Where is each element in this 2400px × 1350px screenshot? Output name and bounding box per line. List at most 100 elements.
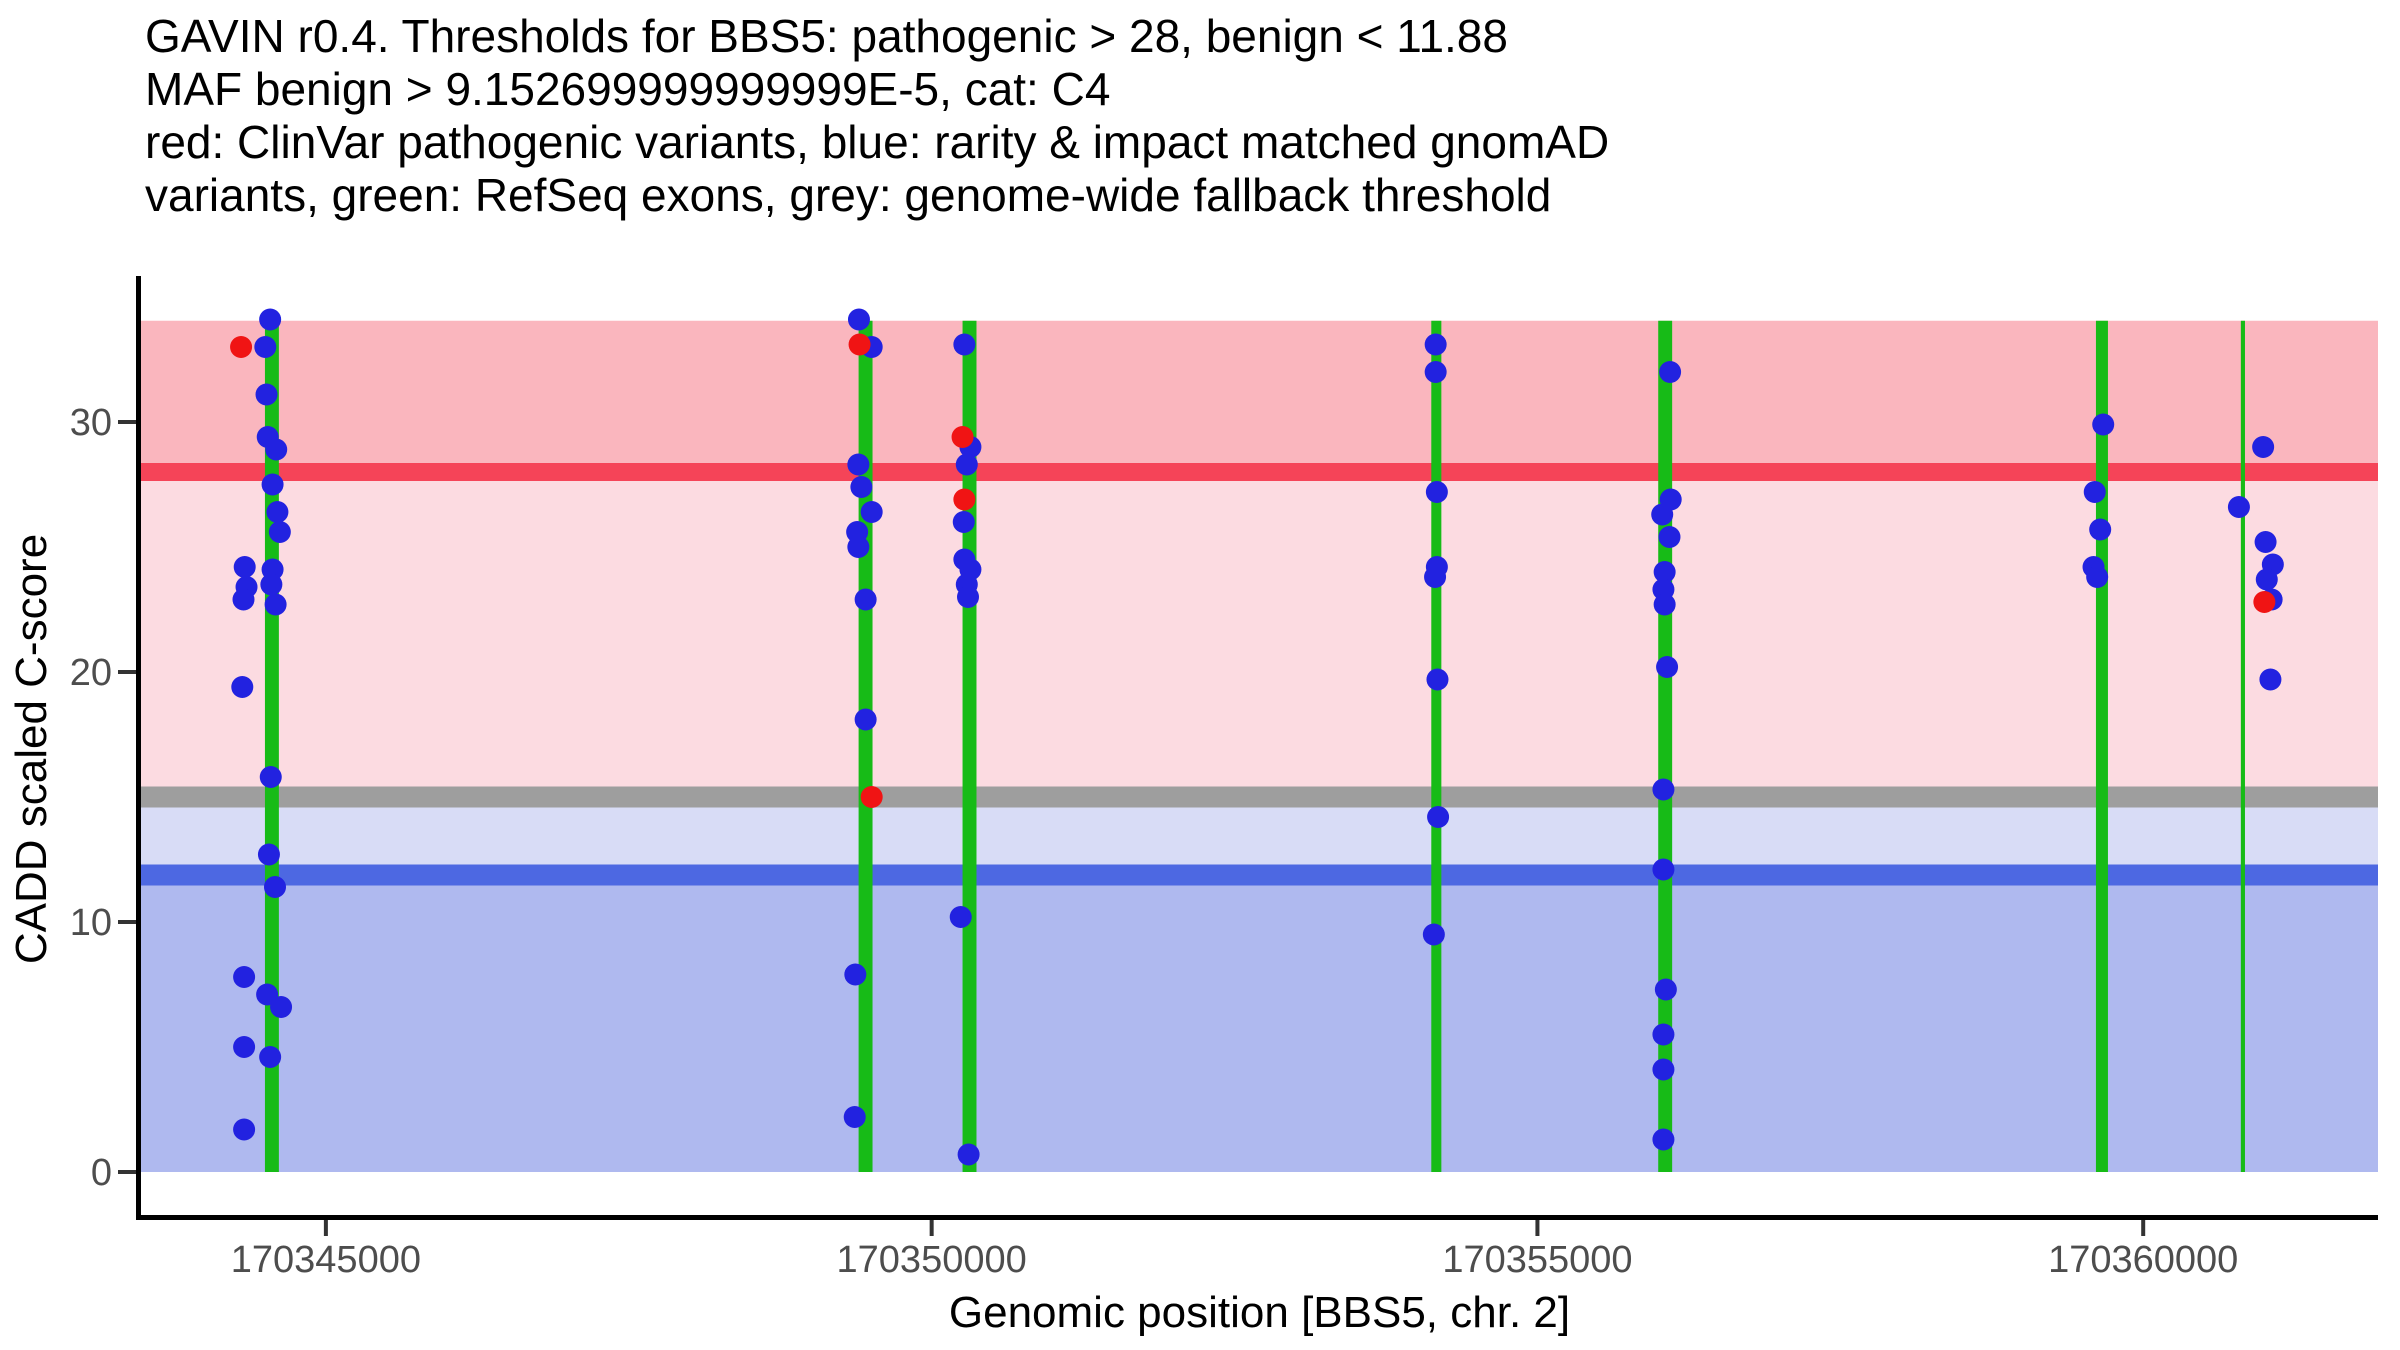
exon-bar [2095, 320, 2108, 1172]
x-axis-line [136, 1215, 2378, 1220]
data-point [2086, 566, 2109, 588]
data-point [257, 843, 280, 866]
data-point [259, 308, 282, 331]
x-tick-label: 170345000 [231, 1239, 421, 1281]
data-point [2252, 436, 2275, 458]
exon-bar [2240, 320, 2245, 1172]
exon-bar [1431, 320, 1442, 1172]
data-point [953, 333, 976, 356]
data-point [847, 453, 870, 476]
data-point [232, 588, 255, 611]
exon-bar [858, 320, 873, 1172]
data-point [259, 1046, 282, 1068]
data-point [844, 963, 867, 986]
x-tick-label: 170355000 [1442, 1239, 1632, 1281]
data-point [860, 501, 883, 523]
x-tick-label: 170360000 [2048, 1239, 2238, 1281]
data-point [847, 308, 870, 331]
data-point [233, 966, 256, 988]
plot-title-line-2: MAF benign > 9.152699999999999E-5, cat: … [145, 63, 1111, 115]
data-point [957, 1143, 980, 1166]
data-point [854, 588, 877, 611]
data-point [2227, 496, 2250, 518]
data-point [1652, 778, 1675, 801]
y-tick-mark [118, 420, 136, 424]
data-point [949, 906, 972, 928]
data-point [266, 501, 289, 523]
band-pathogenic-zone [141, 320, 2378, 472]
data-point [2083, 481, 2106, 503]
x-tick-mark [323, 1220, 328, 1236]
y-tick-label: 20 [70, 652, 112, 694]
data-point [953, 488, 976, 511]
data-point [1652, 1128, 1675, 1151]
data-point [1422, 923, 1445, 946]
y-axis-title: CADD scaled C-score [7, 533, 56, 965]
x-tick-mark [2141, 1220, 2146, 1236]
data-point [254, 336, 277, 358]
data-point [1658, 526, 1681, 548]
data-point [259, 766, 282, 788]
data-point [843, 1106, 866, 1128]
data-point [261, 473, 284, 496]
threshold-line-benign-threshold [141, 864, 2378, 886]
plot-title-line-1: GAVIN r0.4. Thresholds for BBS5: pathoge… [145, 10, 1508, 62]
data-point [1653, 593, 1676, 616]
data-point [1654, 978, 1677, 1001]
data-point [848, 333, 871, 356]
data-point [233, 1036, 256, 1058]
data-point [1426, 668, 1449, 691]
data-point [2259, 668, 2282, 691]
y-tick-mark [118, 920, 136, 924]
data-point [847, 536, 870, 558]
x-tick-label: 170350000 [837, 1239, 1027, 1281]
data-point [1651, 503, 1674, 526]
data-point [1424, 333, 1447, 356]
data-point [2092, 413, 2115, 436]
data-point [2254, 531, 2277, 553]
x-axis-title: Genomic position [BBS5, chr. 2] [948, 1288, 1571, 1337]
data-point [268, 521, 291, 543]
exon-bar [962, 320, 977, 1172]
y-tick-label: 10 [70, 902, 112, 944]
data-point [1659, 361, 1682, 383]
data-point [255, 383, 278, 406]
y-tick-mark [118, 1170, 136, 1174]
data-point [1652, 1058, 1675, 1081]
data-point [260, 573, 283, 596]
data-point [263, 876, 286, 898]
data-point [955, 453, 978, 476]
x-tick-mark [1535, 1220, 1540, 1236]
data-point [2089, 518, 2112, 541]
data-point [233, 556, 256, 578]
data-point [2253, 591, 2276, 613]
data-point [951, 426, 974, 448]
y-axis-line [136, 276, 141, 1220]
data-point [265, 438, 288, 461]
data-point [1652, 858, 1675, 881]
data-point [2255, 568, 2278, 591]
data-point [957, 586, 980, 608]
data-point [230, 336, 253, 358]
data-point [952, 511, 975, 533]
data-point [233, 1118, 256, 1141]
y-tick-label: 0 [91, 1152, 112, 1194]
data-point [1424, 566, 1447, 588]
data-point [1653, 561, 1676, 583]
data-point [850, 476, 873, 498]
plot-title: GAVIN r0.4. Thresholds for BBS5: pathoge… [145, 10, 1609, 222]
plot-title-line-4: variants, green: RefSeq exons, grey: gen… [145, 169, 1552, 221]
data-point [231, 676, 254, 698]
data-point [860, 786, 883, 808]
y-tick-label: 30 [70, 402, 112, 444]
data-point [1424, 361, 1447, 383]
band-benign-zone [141, 875, 2378, 1172]
band-uncertain-upper [141, 472, 2378, 797]
threshold-line-pathogenic-threshold [141, 463, 2378, 481]
data-point [1656, 656, 1679, 678]
x-tick-mark [929, 1220, 934, 1236]
data-point [264, 593, 287, 616]
data-point [1425, 481, 1448, 503]
